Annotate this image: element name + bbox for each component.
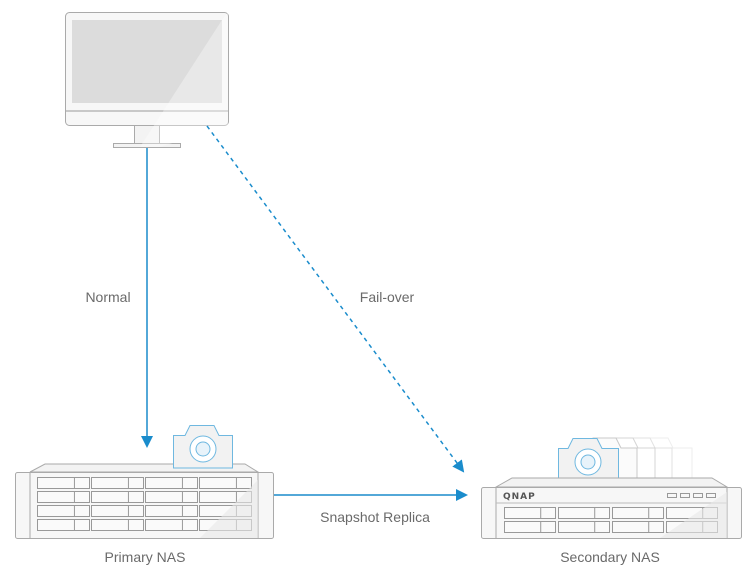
secondary-nas-icon: QNAP — [481, 477, 742, 539]
drive-bay — [37, 519, 90, 531]
secondary-cameras-icon — [558, 437, 693, 483]
drive-bay — [145, 477, 198, 489]
drive-bay — [91, 505, 144, 517]
snapshot-replica-label: Snapshot Replica — [320, 509, 430, 525]
drive-bay — [558, 507, 610, 519]
primary-nas-label: Primary NAS — [104, 549, 186, 565]
drive-bay — [504, 521, 556, 533]
qnap-logo: QNAP — [503, 492, 536, 502]
drive-bay — [91, 519, 144, 531]
drive-bay — [199, 477, 252, 489]
snapshot-camera-icon — [173, 425, 233, 469]
drive-bay — [612, 521, 664, 533]
drive-bay — [37, 477, 90, 489]
secondary-nas-label: Secondary NAS — [560, 549, 660, 565]
failover-label: Fail-over — [359, 289, 415, 305]
drive-bay — [91, 477, 144, 489]
primary-nas-icon — [15, 463, 274, 539]
drive-bay — [504, 507, 556, 519]
drive-bay — [37, 491, 90, 503]
drive-bay — [612, 507, 664, 519]
normal-label: Normal — [85, 289, 131, 305]
drive-bay — [145, 491, 198, 503]
client-monitor-icon — [65, 12, 229, 148]
drive-bay — [145, 519, 198, 531]
failover-arrow — [206, 125, 465, 473]
drive-bay — [145, 505, 198, 517]
drive-bay — [37, 505, 90, 517]
drive-bay — [558, 521, 610, 533]
drive-bay — [91, 491, 144, 503]
